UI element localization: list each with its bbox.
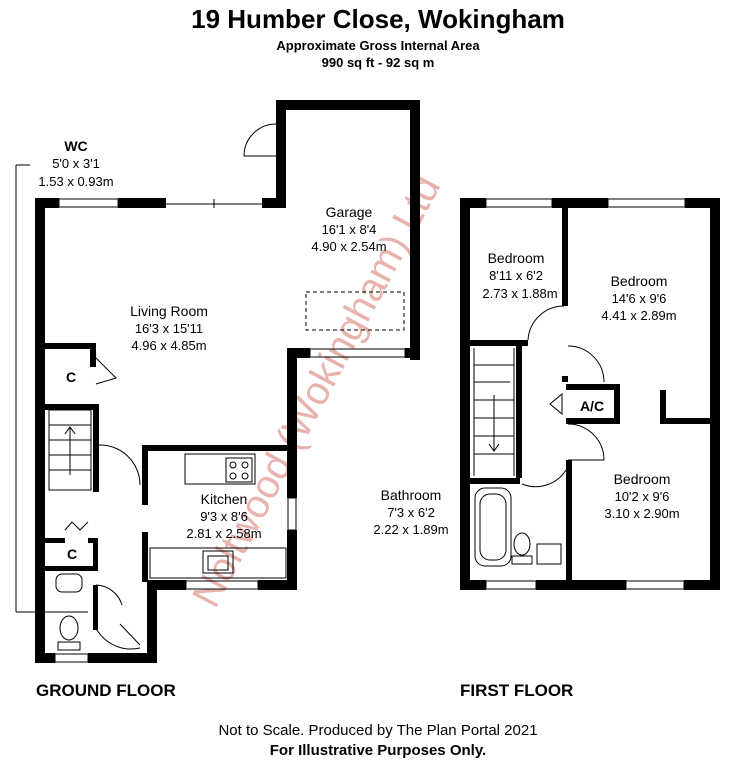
kitchen-imperial: 9'3 x 8'6 (200, 509, 248, 524)
first-floor-details (473, 198, 686, 590)
ground-floor-details (15, 123, 406, 663)
bedroom-2-metric: 4.41 x 2.89m (601, 308, 676, 323)
area-label: Approximate Gross Internal Area (276, 38, 480, 53)
living-room-imperial: 16'3 x 15'11 (135, 321, 203, 336)
living-room-name: Living Room (130, 303, 208, 319)
bedroom-2-imperial: 14'6 x 9'6 (612, 291, 667, 306)
area-value: 990 sq ft - 92 sq m (321, 55, 435, 70)
living-room-metric: 4.96 x 4.85m (131, 338, 206, 353)
plan-title: 19 Humber Close, Wokingham (191, 4, 565, 34)
ac-label: A/C (580, 398, 604, 414)
bedroom-3-name: Bedroom (614, 471, 671, 487)
kitchen-name: Kitchen (201, 491, 248, 507)
cupboard-1-label: C (66, 369, 76, 385)
garage-name: Garage (326, 204, 373, 220)
garage-imperial: 16'1 x 8'4 (322, 222, 377, 237)
bathroom-metric: 2.22 x 1.89m (373, 522, 448, 537)
bedroom-3-metric: 3.10 x 2.90m (604, 506, 679, 521)
wc-imperial: 5'0 x 3'1 (52, 156, 100, 171)
bedroom-3-imperial: 10'2 x 9'6 (615, 489, 670, 504)
bedroom-1-imperial: 8'11 x 6'2 (489, 268, 543, 283)
ground-floor-plan (35, 100, 420, 663)
garage-metric: 4.90 x 2.54m (311, 239, 386, 254)
wc-metric: 1.53 x 0.93m (38, 174, 113, 189)
bathroom-imperial: 7'3 x 6'2 (387, 505, 435, 520)
watermark-text: Noltwood (Wokingham) Ltd (184, 168, 449, 614)
bedroom-1-metric: 2.73 x 1.88m (482, 286, 557, 301)
ground-floor-label: GROUND FLOOR (36, 681, 176, 700)
first-floor-plan (460, 198, 720, 590)
bedroom-1-name: Bedroom (488, 250, 545, 266)
bathroom-name: Bathroom (381, 487, 442, 503)
footer-credit: Not to Scale. Produced by The Plan Porta… (218, 722, 538, 739)
wc-name: WC (64, 138, 87, 154)
footer-disclaimer: For Illustrative Purposes Only. (269, 742, 487, 759)
cupboard-2-label: C (67, 546, 77, 562)
bedroom-2-name: Bedroom (611, 273, 668, 289)
first-floor-label: FIRST FLOOR (460, 681, 574, 700)
kitchen-metric: 2.81 x 2.58m (186, 526, 261, 541)
